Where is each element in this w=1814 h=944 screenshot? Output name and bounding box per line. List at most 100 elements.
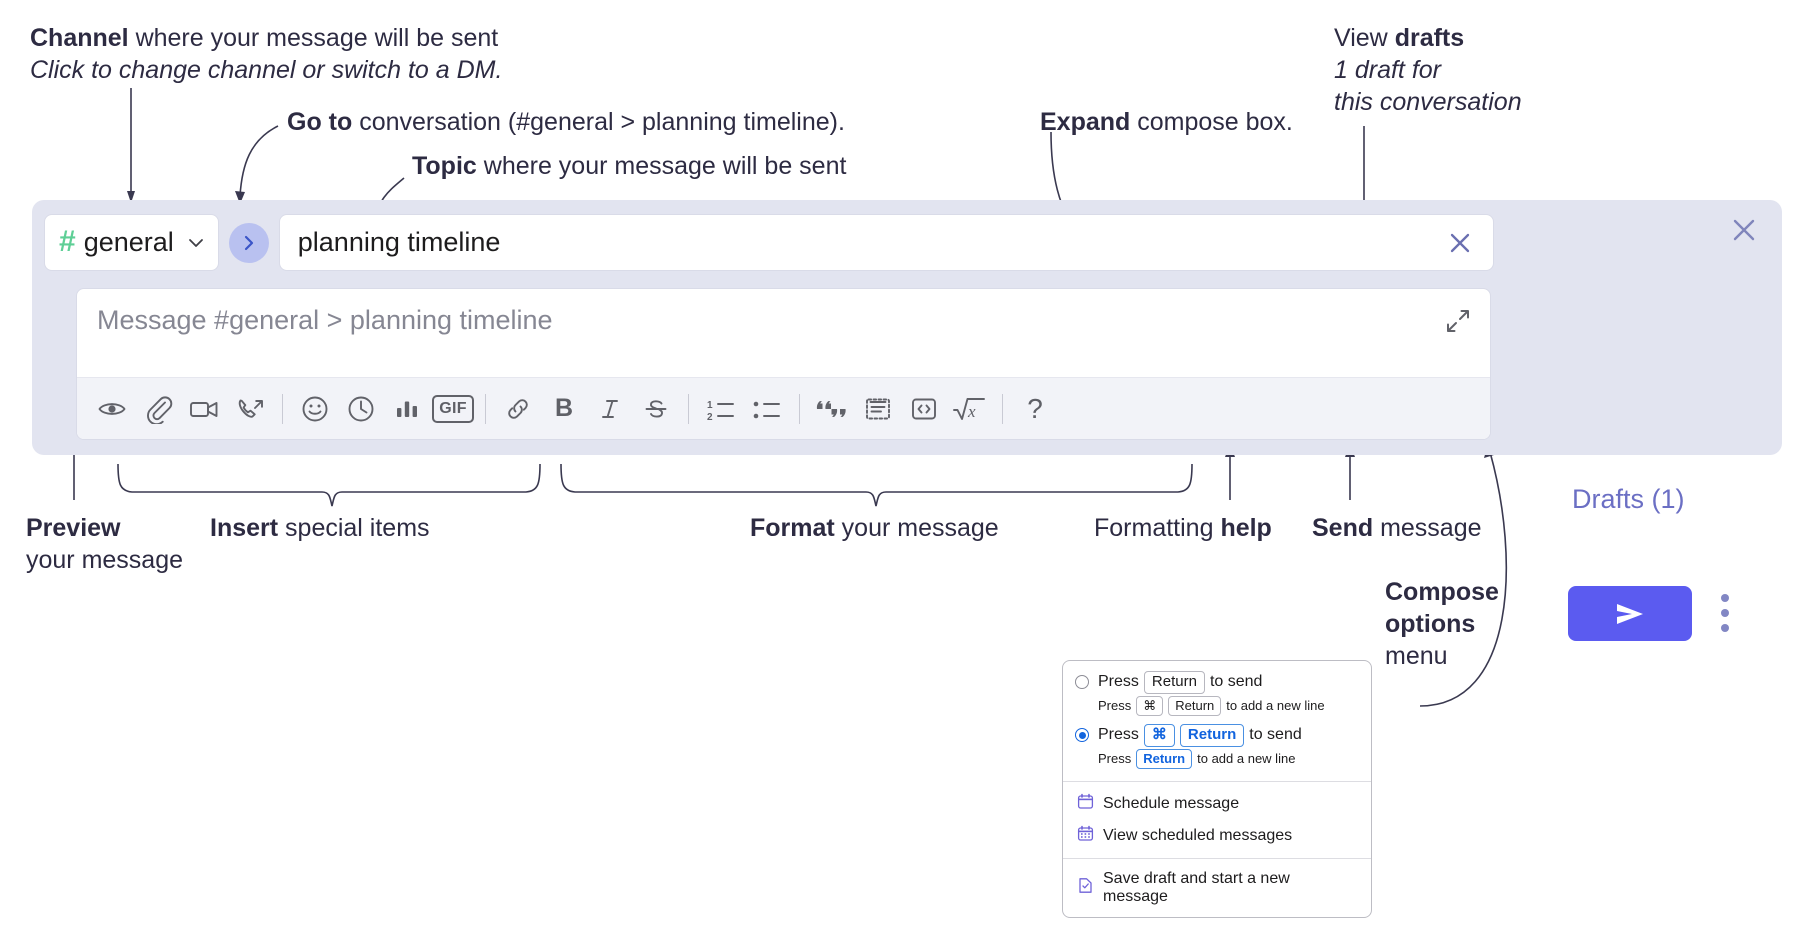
annotation-compose-bold-2: options xyxy=(1385,610,1476,638)
annotation-insert-rest: special items xyxy=(278,514,430,542)
gif-icon[interactable]: GIF xyxy=(430,386,476,432)
bulleted-list-icon[interactable] xyxy=(744,386,790,432)
link-icon[interactable] xyxy=(495,386,541,432)
annotation-expand-bold: Expand xyxy=(1040,108,1131,136)
menu-divider xyxy=(1063,781,1371,782)
code-block-icon[interactable] xyxy=(855,386,901,432)
gif-label: GIF xyxy=(432,394,474,423)
annotation-drafts-italic-1: 1 draft for xyxy=(1334,56,1441,84)
menu-option-cmd-return-to-send[interactable]: Press ⌘ Return to send xyxy=(1063,722,1371,747)
topic-value: planning timeline xyxy=(297,227,501,257)
menu-option-return-to-send[interactable]: Press Return to send xyxy=(1063,669,1371,694)
menu-option-cmd-return-sub: Press Return to add a new line xyxy=(1063,747,1371,775)
compose-panel: # general planning timeline Message # xyxy=(32,200,1782,641)
channel-selector[interactable]: # general xyxy=(44,214,219,271)
option1-sub-key-return: Return xyxy=(1168,695,1222,716)
option1-press-label: Press xyxy=(1098,673,1139,691)
chevron-down-icon xyxy=(186,233,206,253)
menu-item-label: View scheduled messages xyxy=(1103,827,1293,844)
toolbar-divider xyxy=(688,393,689,424)
toolbar-divider xyxy=(485,393,486,424)
svg-text:1: 1 xyxy=(707,400,713,411)
annotation-send-rest: message xyxy=(1373,514,1482,542)
expand-compose-icon[interactable] xyxy=(1440,303,1476,339)
option1-sub-press: Press xyxy=(1098,698,1132,714)
annotation-drafts: View drafts 1 draft for this conversatio… xyxy=(1334,22,1522,118)
italic-icon[interactable] xyxy=(587,386,633,432)
option1-key-return: Return xyxy=(1143,671,1205,694)
goto-conversation-button[interactable] xyxy=(228,222,269,263)
blockquote-icon[interactable] xyxy=(809,386,855,432)
send-button[interactable] xyxy=(1568,586,1692,641)
option2-tail-label: to send xyxy=(1249,726,1302,744)
compose-header-row: # general planning timeline xyxy=(44,214,1494,271)
option2-sub-press: Press xyxy=(1098,751,1132,767)
annotation-goto: Go to conversation (#general > planning … xyxy=(287,106,845,138)
svg-text:2: 2 xyxy=(707,412,713,423)
svg-text:x: x xyxy=(967,402,976,421)
annotation-goto-bold: Go to xyxy=(287,108,353,136)
dot xyxy=(1721,609,1729,617)
close-compose-icon[interactable] xyxy=(1724,210,1764,250)
annotation-compose-bold-1: Compose xyxy=(1385,578,1499,606)
video-clip-icon[interactable] xyxy=(181,386,227,432)
emoji-icon[interactable] xyxy=(292,386,338,432)
annotation-expand-rest: compose box. xyxy=(1130,108,1293,136)
menu-item-schedule-message[interactable]: Schedule message xyxy=(1063,788,1371,820)
option2-key-cmd: ⌘ xyxy=(1143,724,1175,747)
compose-options-button[interactable] xyxy=(1710,588,1740,638)
inline-code-icon[interactable] xyxy=(901,386,947,432)
audio-clip-icon[interactable] xyxy=(227,386,273,432)
bold-label: B xyxy=(554,394,574,422)
formatting-help-icon[interactable]: ? xyxy=(1012,386,1058,432)
menu-item-view-scheduled-messages[interactable]: View scheduled messages xyxy=(1063,820,1371,852)
annotation-format-rest: your message xyxy=(834,514,999,542)
menu-item-save-draft[interactable]: Save draft and start a new message xyxy=(1063,865,1371,911)
annotation-send-bold: Send xyxy=(1312,514,1374,542)
annotation-insert: Insert special items xyxy=(210,512,430,544)
poll-bar-chart-icon[interactable] xyxy=(384,386,430,432)
message-editor: Message #general > planning timeline xyxy=(76,288,1491,440)
annotation-compose-rest: menu xyxy=(1385,642,1448,670)
radio-selected[interactable] xyxy=(1075,728,1089,743)
option2-key-return: Return xyxy=(1179,724,1245,747)
annotation-channel: Channel where your message will be sent … xyxy=(30,22,502,86)
menu-option-return-sub: Press ⌘ Return to add a new line xyxy=(1063,694,1371,722)
bold-icon[interactable]: B xyxy=(541,386,587,432)
drafts-link[interactable]: Drafts (1) xyxy=(1572,484,1685,514)
formatting-toolbar: GIF B xyxy=(77,377,1490,439)
strikethrough-icon[interactable] xyxy=(633,386,679,432)
annotation-drafts-bold: drafts xyxy=(1394,24,1465,52)
message-input[interactable]: Message #general > planning timeline xyxy=(97,305,553,335)
preview-eye-icon[interactable] xyxy=(89,386,135,432)
annotation-drafts-lead: View xyxy=(1334,24,1395,52)
radio-unselected[interactable] xyxy=(1075,675,1089,690)
option1-sub-tail: to add a new line xyxy=(1226,698,1325,714)
annotation-help: Formatting help xyxy=(1094,512,1272,544)
dot xyxy=(1721,624,1729,632)
topic-input[interactable]: planning timeline xyxy=(278,214,1494,271)
calendar-grid-icon xyxy=(1077,825,1094,847)
toolbar-divider xyxy=(282,393,283,424)
help-label: ? xyxy=(1027,392,1043,424)
annotation-help-lead: Formatting xyxy=(1094,514,1221,542)
send-arrow-icon xyxy=(1617,603,1643,624)
ordered-list-icon[interactable]: 1 2 xyxy=(698,386,744,432)
annotation-preview-bold: Preview xyxy=(26,514,121,542)
option1-tail-label: to send xyxy=(1209,673,1263,691)
annotation-format: Format your message xyxy=(750,512,999,544)
toolbar-divider xyxy=(799,393,800,424)
math-icon[interactable]: x xyxy=(947,386,993,432)
attach-paperclip-icon[interactable] xyxy=(135,386,181,432)
menu-divider xyxy=(1063,858,1371,859)
annotation-topic-rest: where your message will be sent xyxy=(476,152,847,180)
clear-topic-icon[interactable] xyxy=(1437,220,1483,266)
reminder-clock-icon[interactable] xyxy=(338,386,384,432)
menu-item-label: Schedule message xyxy=(1103,795,1240,812)
compose-options-menu: Press Return to send Press ⌘ Return to a… xyxy=(1062,660,1372,918)
annotation-drafts-italic-2: this conversation xyxy=(1334,88,1522,116)
annotation-send: Send message xyxy=(1312,512,1482,544)
option2-sub-key-return: Return xyxy=(1136,748,1193,769)
option1-sub-key-cmd: ⌘ xyxy=(1136,695,1164,716)
